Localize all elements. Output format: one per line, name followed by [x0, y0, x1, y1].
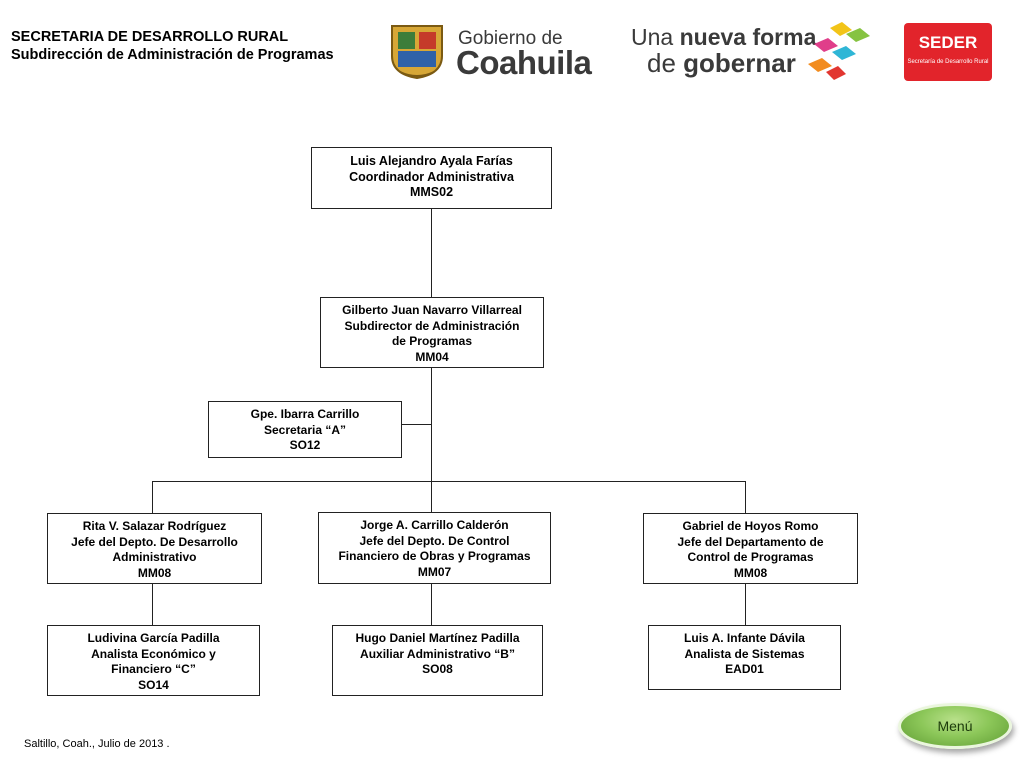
node-code: MM08 [137, 565, 172, 580]
org-node-jefe-control-programas: Gabriel de Hoyos Romo Jefe del Departame… [643, 513, 858, 584]
node-code: SO12 [289, 438, 321, 452]
node-position: Analista Económico y [91, 646, 216, 661]
seder-logo-subtitle: Secretaría de Desarrollo Rural [907, 59, 989, 65]
node-code: SO14 [138, 677, 169, 692]
connector-line [431, 209, 432, 298]
connector-line [431, 583, 432, 626]
connector-line [431, 481, 432, 513]
header-subtitle: Subdirección de Administración de Progra… [11, 47, 334, 63]
node-name: Jorge A. Carrillo Calderón [360, 518, 509, 532]
connector-line [152, 583, 153, 626]
node-code: MM04 [415, 349, 449, 364]
slogan-word-de: de [647, 48, 684, 78]
node-code: EAD01 [725, 662, 764, 676]
seder-logo-title: SEDER [918, 33, 978, 52]
node-name: Hugo Daniel Martínez Padilla [355, 631, 520, 645]
header-title: SECRETARIA DE DESARROLLO RURAL [11, 29, 289, 45]
org-node-coordinador: Luis Alejandro Ayala Farías Coordinador … [311, 147, 552, 209]
node-name: Ludivina García Padilla [87, 631, 220, 645]
node-position: Analista de Sistemas [684, 646, 805, 661]
org-node-secretaria: Gpe. Ibarra Carrillo Secretaria “A” SO12 [208, 401, 402, 458]
connector-line [152, 481, 153, 514]
node-name: Rita V. Salazar Rodríguez [82, 519, 227, 533]
node-position: Secretaria “A” [263, 422, 347, 437]
slogan-word-una: Una [631, 24, 680, 50]
connector-line [152, 481, 746, 482]
node-position: Jefe del Departamento de [677, 534, 824, 549]
coahuila-shield-logo [391, 25, 443, 80]
node-position-cont: Administrativo [112, 550, 197, 564]
node-position: Coordinador Administrativa [349, 169, 514, 184]
slogan-word-nueva-forma: nueva forma [679, 24, 817, 50]
node-position: Jefe del Depto. De Control [359, 533, 510, 548]
footer-location-date: Saltillo, Coah., Julio de 2013 . [24, 738, 170, 750]
node-position-cont: Financiero de Obras y Programas [338, 549, 531, 563]
node-code: MM07 [417, 564, 452, 579]
node-code: MM08 [733, 565, 768, 580]
slogan-word-gobernar: gobernar [683, 48, 796, 78]
connector-line [745, 481, 746, 514]
org-node-auxiliar-administrativo: Hugo Daniel Martínez Padilla Auxiliar Ad… [332, 625, 543, 696]
node-code: MMS02 [409, 185, 454, 199]
org-node-jefe-desarrollo-admin: Rita V. Salazar Rodríguez Jefe del Depto… [47, 513, 262, 584]
node-code: SO08 [422, 662, 453, 676]
slogan-line1: Una nueva forma [631, 24, 816, 51]
node-position-cont: Financiero “C” [111, 662, 196, 676]
node-name: Luis A. Infante Dávila [684, 631, 805, 645]
org-node-subdirector: Gilberto Juan Navarro Villarreal Subdire… [320, 297, 544, 368]
page-header: SECRETARIA DE DESARROLLO RURAL Subdirecc… [11, 28, 334, 64]
colored-squares-logo [808, 22, 870, 80]
menu-button-label: Menú [937, 718, 973, 734]
coahuila-logo-line2: Coahuila [456, 44, 592, 81]
node-name: Gilberto Juan Navarro Villarreal [342, 303, 522, 317]
org-node-analista-economico: Ludivina García Padilla Analista Económi… [47, 625, 260, 696]
node-position: Jefe del Depto. De Desarrollo [71, 534, 238, 549]
connector-line [401, 424, 432, 425]
coahuila-logo-line1: Gobierno de [458, 28, 563, 49]
node-name: Gabriel de Hoyos Romo [682, 519, 819, 533]
node-position: Subdirector de Administración [344, 318, 520, 333]
connector-line [745, 583, 746, 626]
slogan-line2: de gobernar [647, 48, 796, 79]
menu-button[interactable]: Menú [898, 703, 1012, 749]
node-name: Luis Alejandro Ayala Farías [350, 154, 513, 168]
org-node-analista-sistemas: Luis A. Infante Dávila Analista de Siste… [648, 625, 841, 690]
node-position: Auxiliar Administrativo “B” [360, 646, 515, 661]
node-position-cont: de Programas [391, 334, 473, 348]
org-node-jefe-control-financiero: Jorge A. Carrillo Calderón Jefe del Dept… [318, 512, 551, 584]
node-name: Gpe. Ibarra Carrillo [250, 407, 360, 421]
seder-logo: SEDER Secretaría de Desarrollo Rural [904, 23, 992, 81]
node-position-cont: Control de Programas [687, 550, 814, 564]
